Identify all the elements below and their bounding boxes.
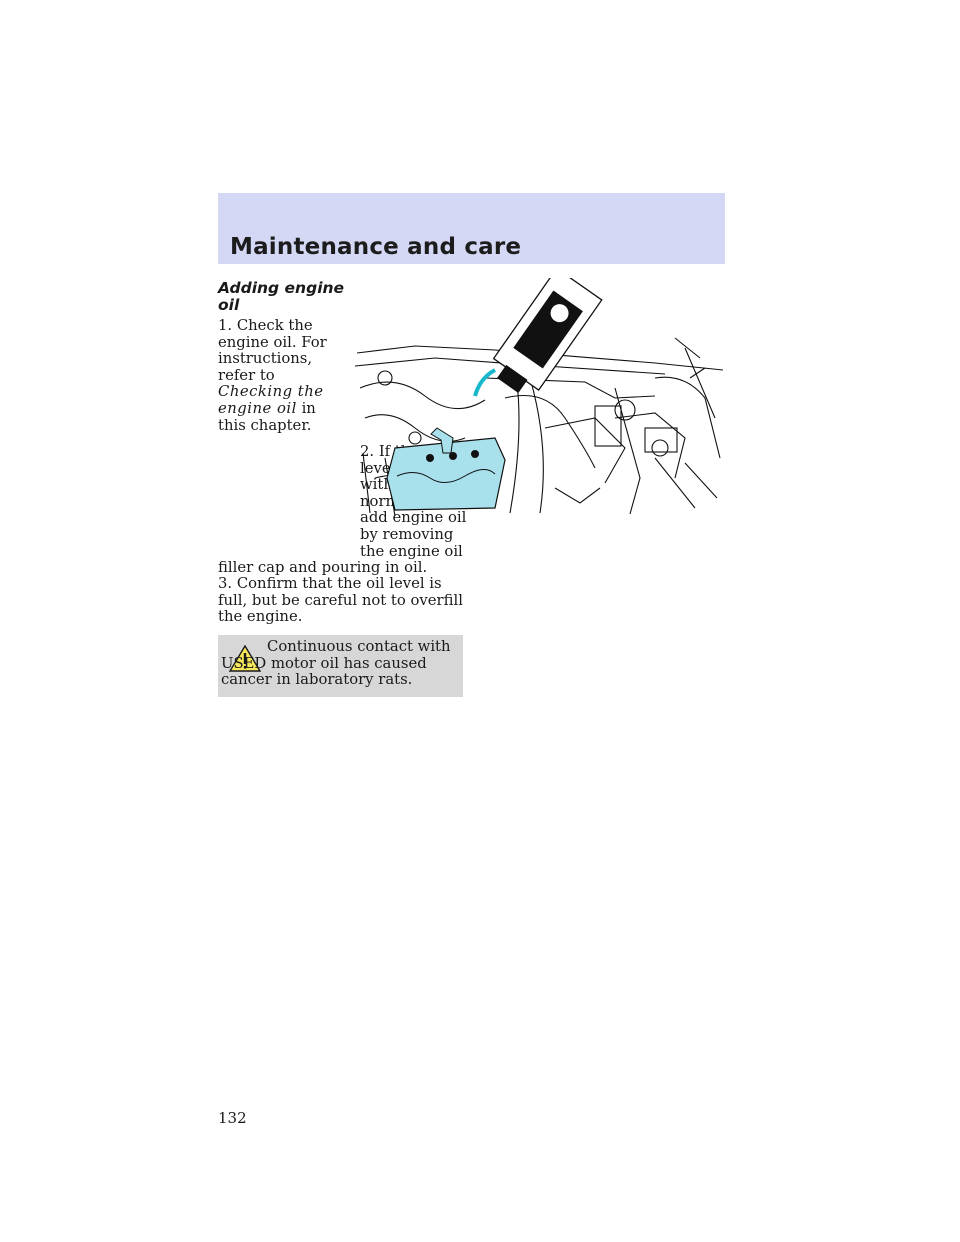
- cross-reference-link[interactable]: Checking the engine oil: [218, 383, 324, 417]
- step-1-text: 1. Check the engine oil. For instruction…: [218, 317, 327, 384]
- warning-box: Continuous contact with USED motor oil h…: [218, 635, 463, 697]
- engine-oil-filling-illustration: [355, 278, 724, 517]
- warning-text: Continuous contact with USED motor oil h…: [221, 638, 463, 689]
- step-3: 3. Confirm that the oil level is full, b…: [218, 575, 463, 626]
- step-1: 1. Check the engine oil. For instruction…: [218, 317, 348, 434]
- page-number: 132: [218, 1109, 247, 1127]
- step-1-suffix: in this chapter.: [218, 399, 316, 434]
- warning-message: Continuous contact with USED motor oil h…: [221, 638, 451, 689]
- text-wrap-spacer: [218, 444, 360, 544]
- section-heading: Adding engine oil: [218, 279, 345, 314]
- warning-triangle-icon: [228, 644, 262, 672]
- page-title: Maintenance and care: [230, 234, 522, 260]
- header-band: [218, 193, 725, 264]
